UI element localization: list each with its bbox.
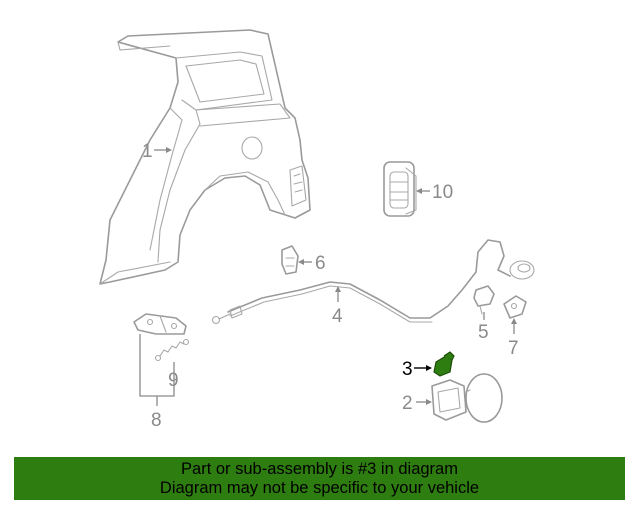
hinge-part-8-drawing xyxy=(133,313,187,335)
highlighted-part-3-drawing xyxy=(433,351,455,377)
callout-4-arrowhead xyxy=(335,286,341,292)
callout-3-arrowhead xyxy=(426,365,432,371)
callout-4: 4 xyxy=(332,306,343,327)
callout-9: 9 xyxy=(168,370,179,391)
callout-8: 8 xyxy=(151,410,162,431)
quarter-panel-drawing xyxy=(99,29,311,285)
housing-part-10-drawing xyxy=(383,161,417,217)
banner-line-2: Diagram may not be specific to your vehi… xyxy=(159,479,480,497)
callout-6: 6 xyxy=(315,253,326,274)
callout-5: 5 xyxy=(478,322,489,343)
callout-2-arrowhead xyxy=(426,399,432,405)
spring-part-9-drawing xyxy=(154,338,190,362)
callout-10: 10 xyxy=(432,182,453,203)
bracket-part-7-drawing xyxy=(503,295,527,319)
callout-10-arrowhead xyxy=(416,188,422,194)
callout-3: 3 xyxy=(402,359,413,380)
info-banner: Part or sub-assembly is #3 in diagram Di… xyxy=(14,457,625,500)
callout-7-arrowhead xyxy=(511,318,517,324)
callout-7: 7 xyxy=(508,338,519,359)
callout-2: 2 xyxy=(402,393,413,414)
release-cable-drawing xyxy=(211,239,535,325)
callout-6-arrowhead xyxy=(298,259,304,265)
callout-1-arrowhead xyxy=(166,147,172,153)
fuel-door-part-2-drawing xyxy=(431,373,503,423)
callout-1: 1 xyxy=(142,141,153,162)
grommet-part-5-drawing xyxy=(473,285,495,315)
banner-line-1: Part or sub-assembly is #3 in diagram xyxy=(181,460,458,478)
clip-part-6-drawing xyxy=(281,245,299,275)
